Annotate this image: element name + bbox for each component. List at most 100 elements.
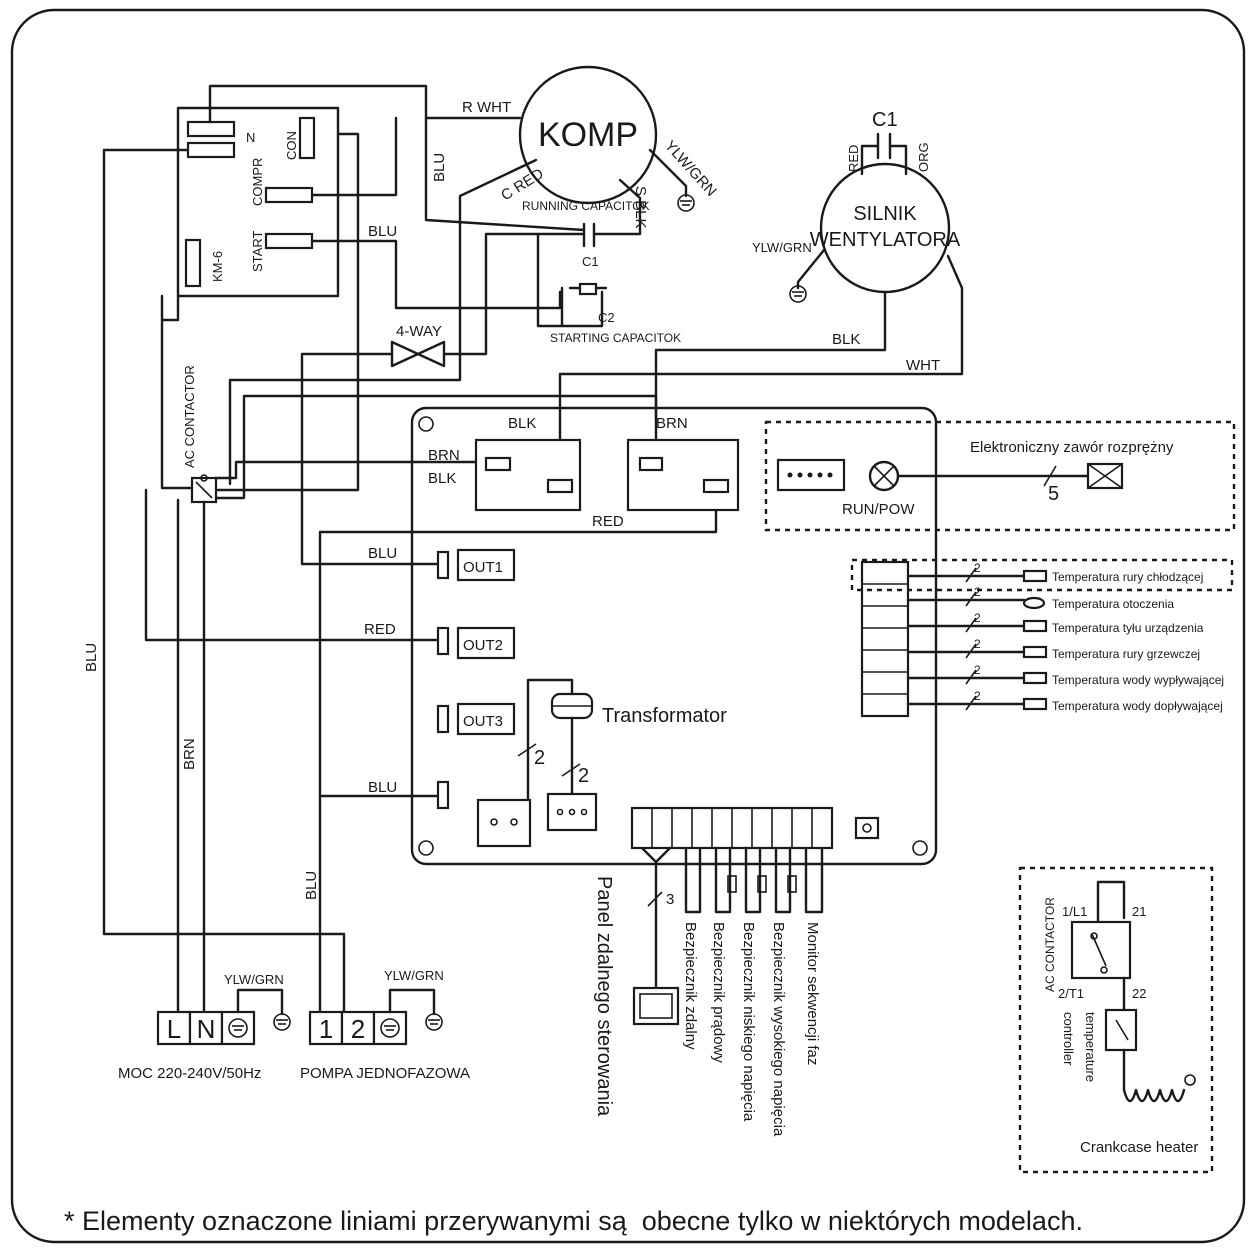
svg-text:2: 2 bbox=[974, 611, 981, 625]
con-label: CON bbox=[284, 131, 299, 160]
crank-controller-1: temperature bbox=[1083, 1012, 1098, 1082]
pump-vert-blu-label: BLU bbox=[303, 871, 320, 900]
sensor-item: 2 Temperatura rury chłodzącej bbox=[906, 561, 1203, 584]
crank-l1-label: 1/L1 bbox=[1062, 904, 1087, 919]
evalve-label: Elektroniczny zawór rozprężny bbox=[970, 439, 1174, 456]
start-blu-label: BLU bbox=[368, 223, 397, 240]
relay-brn-label: BRN bbox=[428, 447, 460, 464]
fan-wht-label: WHT bbox=[906, 357, 940, 374]
crank-contactor-label: AC CONTACTOR bbox=[1043, 897, 1057, 992]
sensor-item: 2 Temperatura tyłu urządzenia bbox=[906, 611, 1204, 635]
fan-motor: SILNIK WENTYLATORA C1 RED ORG YLW/GRN bbox=[752, 109, 961, 303]
compr-n-label: N bbox=[246, 130, 255, 145]
terminal-l: L bbox=[167, 1014, 181, 1044]
trans-2a-label: 2 bbox=[534, 747, 545, 769]
out1-box bbox=[456, 548, 516, 582]
sensors: 2 Temperatura rury chłodzącej 2 Temperat… bbox=[850, 558, 1234, 713]
komp-label: KOMP bbox=[538, 116, 638, 154]
crank-22-label: 22 bbox=[1132, 986, 1146, 1001]
starting-cap-id: C2 bbox=[598, 310, 615, 325]
four-way-valve: 4-WAY bbox=[390, 323, 446, 368]
wires-upper: BLU BLU BLU BLK WHT BLU RED BRN B bbox=[83, 84, 964, 1014]
crank-controller-2: controller bbox=[1061, 1012, 1076, 1066]
crank-heater-label: Crankcase heater bbox=[1080, 1139, 1198, 1156]
silnik-label-1: SILNIK bbox=[853, 203, 917, 225]
ac-contactor: AC CONTACTOR bbox=[182, 365, 218, 504]
out2-box bbox=[456, 626, 516, 660]
brn-label: BRN bbox=[181, 738, 198, 770]
sensor-label: Temperatura rury chłodzącej bbox=[1052, 570, 1203, 584]
sensor-label: Temperatura wody wypływającej bbox=[1052, 673, 1224, 687]
four-way-label: 4-WAY bbox=[396, 323, 442, 340]
fuse-high-label: Bezpiecznik wysokiego napięcia bbox=[770, 922, 787, 1137]
sensor-label: Temperatura rury grzewczej bbox=[1052, 647, 1200, 661]
electronic-expansion-valve: Elektroniczny zawór rozprężny RUN/POW 5 bbox=[764, 420, 1236, 532]
start-label: START bbox=[250, 231, 265, 272]
sensor-item: 2 Temperatura wody wypływającej bbox=[906, 663, 1224, 687]
terminal-n: N bbox=[197, 1014, 216, 1044]
out1-blu-label: BLU bbox=[368, 545, 397, 562]
pump-blu-label: BLU bbox=[368, 779, 397, 796]
power-ylw-grn-label: YLW/GRN bbox=[224, 972, 284, 987]
svg-text:2: 2 bbox=[974, 663, 981, 677]
fuse-low-label: Bezpiecznik niskiego napięcia bbox=[740, 922, 757, 1122]
power-terminals: L N YLW/GRN MOC 220-240V/50Hz bbox=[118, 972, 291, 1082]
transformator-label: Transformator bbox=[602, 705, 727, 727]
fan-org-label: ORG bbox=[916, 142, 931, 172]
fan-blk-label: BLK bbox=[832, 331, 860, 348]
phase-monitor-label: Monitor sekwencji faz bbox=[804, 922, 821, 1065]
control-board: BLK BRN RED OUT1 OUT2 OUT3 Transformator… bbox=[410, 406, 938, 866]
sensor-item: 2 Temperatura rury grzewczej bbox=[906, 637, 1200, 661]
crank-21-label: 21 bbox=[1132, 904, 1146, 919]
footnote: * Elementy oznaczone liniami przerywanym… bbox=[64, 1206, 1083, 1236]
crankcase-inset: AC CONTACTOR 1/L1 2/T1 21 22 temperature… bbox=[1018, 866, 1214, 1174]
relay-board: N COMPR CON START KM-6 bbox=[176, 106, 340, 298]
fan-c1-label: C1 bbox=[872, 109, 898, 131]
terminal-2: 2 bbox=[351, 1014, 365, 1044]
fuse-remote-label: Bezpiecznik zdalny bbox=[682, 922, 699, 1050]
silnik-label-2: WENTYLATORA bbox=[810, 229, 961, 251]
ac-contactor-label: AC CONTACTOR bbox=[182, 365, 197, 468]
km6-label: KM-6 bbox=[210, 251, 225, 282]
power-label: MOC 220-240V/50Hz bbox=[118, 1065, 261, 1082]
running-cap-label: RUNNING CAPACITOK bbox=[522, 199, 650, 213]
out3-label: OUT3 bbox=[463, 713, 503, 730]
starting-cap-label: STARTING CAPACITOK bbox=[550, 331, 681, 345]
fan-ylw-grn-label: YLW/GRN bbox=[752, 240, 812, 255]
fan-red-label: RED bbox=[846, 145, 861, 172]
svg-text:2: 2 bbox=[974, 585, 981, 599]
run-pow-label: RUN/POW bbox=[842, 501, 915, 518]
sensor-label: Temperatura tyłu urządzenia bbox=[1052, 621, 1204, 635]
starting-capacitor: C2 STARTING CAPACITOK bbox=[550, 282, 681, 345]
bottom-connectors: 3 Panel zdalnego sterowania Bezpiecznik … bbox=[593, 846, 824, 1137]
relay-blk-label: BLK bbox=[428, 470, 456, 487]
sensor-label: Temperatura wody dopływającej bbox=[1052, 699, 1223, 713]
evalve-count-label: 5 bbox=[1048, 483, 1059, 505]
running-cap-id: C1 bbox=[582, 254, 599, 269]
relay-red-label: RED bbox=[592, 513, 624, 530]
svg-text:2: 2 bbox=[974, 561, 981, 575]
pump-ylw-grn-label: YLW/GRN bbox=[384, 968, 444, 983]
out3-box bbox=[456, 702, 516, 736]
fuse-current-label: Bezpiecznik prądowy bbox=[710, 922, 727, 1063]
outer-frame bbox=[10, 8, 1246, 1244]
sensor-item: 2 Temperatura otoczenia bbox=[906, 585, 1174, 611]
out2-label: OUT2 bbox=[463, 637, 503, 654]
svg-text:2: 2 bbox=[974, 689, 981, 703]
compr-label: COMPR bbox=[250, 158, 265, 206]
crank-t1-label: 2/T1 bbox=[1058, 986, 1084, 1001]
sensor-label: Temperatura otoczenia bbox=[1052, 597, 1174, 611]
relay1-blk-label: BLK bbox=[508, 415, 536, 432]
out1-label: OUT1 bbox=[463, 559, 503, 576]
panel-count-label: 3 bbox=[666, 891, 674, 908]
r-wht-label: R WHT bbox=[462, 99, 511, 116]
panel-label: Panel zdalnego sterowania bbox=[593, 876, 615, 1117]
pump-label: POMPA JEDNOFAZOWA bbox=[300, 1065, 470, 1082]
relay2-brn-label: BRN bbox=[656, 415, 688, 432]
left-blu-label: BLU bbox=[83, 643, 100, 672]
trans-2b-label: 2 bbox=[578, 765, 589, 787]
terminal-1: 1 bbox=[319, 1014, 333, 1044]
svg-text:2: 2 bbox=[974, 637, 981, 651]
top-blu-label: BLU bbox=[431, 153, 448, 182]
